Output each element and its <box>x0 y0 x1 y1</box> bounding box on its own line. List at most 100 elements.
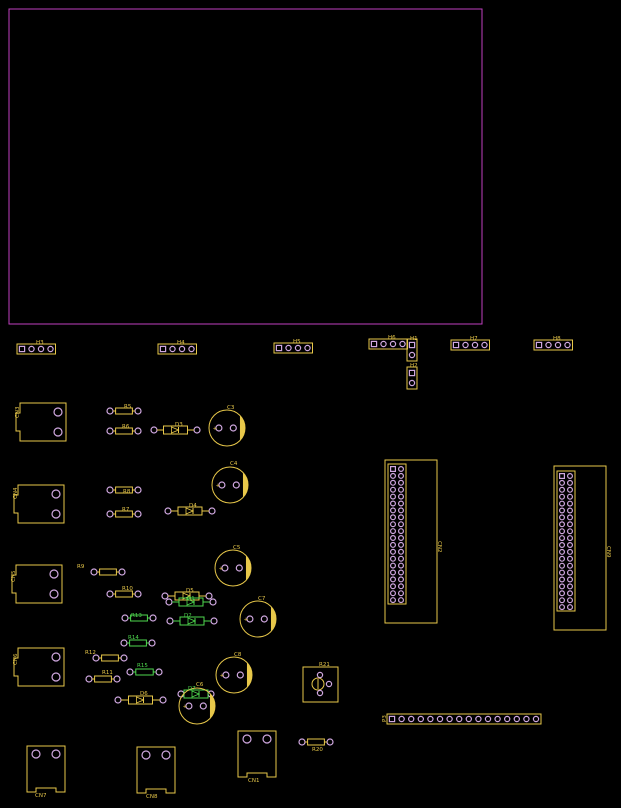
pad-square <box>535 341 543 349</box>
silk-outline <box>406 338 418 362</box>
pad-hole <box>136 488 140 492</box>
pad <box>558 590 565 597</box>
pad-hole <box>568 474 572 478</box>
header-P3 <box>386 713 542 725</box>
pad-hole <box>245 737 249 741</box>
capacitor-stripe <box>209 693 216 719</box>
pad <box>242 734 252 744</box>
connector-CN8 <box>136 746 176 794</box>
pad-hole <box>399 578 403 581</box>
pad-hole <box>399 467 403 471</box>
pad <box>398 597 405 604</box>
pad-hole <box>568 578 572 581</box>
label-R5: R5 <box>124 404 132 410</box>
pad <box>47 345 54 353</box>
pad-hole <box>168 619 172 623</box>
connector-body <box>15 402 67 442</box>
pad-hole <box>560 523 564 526</box>
pad-hole <box>399 488 403 491</box>
pad-hole <box>122 641 126 645</box>
pad <box>566 597 573 604</box>
resistor-R20 <box>298 738 334 746</box>
pad-hole <box>537 343 541 347</box>
silk-outline <box>115 510 133 518</box>
pad-hole <box>399 474 403 477</box>
connector-CN5 <box>11 564 63 604</box>
header-H8 <box>533 339 573 351</box>
pad-hole <box>399 585 403 588</box>
pad-hole <box>568 481 572 484</box>
pad-hole <box>410 717 413 721</box>
pad-hole <box>237 566 241 570</box>
pad-hole <box>391 599 395 602</box>
pad <box>558 604 565 611</box>
pad-hole <box>49 347 52 351</box>
pad-hole <box>391 509 395 512</box>
pad-hole <box>39 347 43 351</box>
label-D4: D4 <box>189 503 197 509</box>
label-CN5: CN5 <box>11 570 17 582</box>
pad-hole <box>568 599 572 602</box>
pad <box>229 424 237 432</box>
pad <box>260 615 268 623</box>
label-D1: D1 <box>187 596 195 602</box>
pad-hole <box>458 717 461 721</box>
pad-hole <box>560 516 564 519</box>
pad-hole <box>560 564 564 567</box>
pad-hole <box>560 495 564 498</box>
pad-hole <box>399 523 403 526</box>
pad-hole <box>54 492 58 496</box>
pad <box>558 479 565 486</box>
pad-hole <box>136 592 140 596</box>
pad-hole <box>391 536 395 540</box>
label-R14: R14 <box>128 635 139 641</box>
pad-hole <box>120 570 124 574</box>
pad-hole <box>390 717 394 721</box>
resistor-R9 <box>90 568 126 576</box>
pad <box>545 341 552 349</box>
pad <box>51 489 61 499</box>
pad-hole <box>150 641 154 645</box>
pad <box>262 734 272 744</box>
pad-hole <box>560 606 564 609</box>
pad <box>398 521 405 528</box>
pad <box>161 750 171 760</box>
silk-outline <box>115 486 133 494</box>
display-outline <box>8 8 483 325</box>
pad-hole <box>401 342 404 346</box>
pad-hole <box>399 495 403 498</box>
pad <box>390 500 397 507</box>
pad-hole <box>318 673 322 677</box>
pad <box>446 715 453 723</box>
pad-hole <box>144 753 148 757</box>
pad <box>390 562 397 569</box>
pad-hole <box>391 564 395 567</box>
pad <box>398 466 405 473</box>
pad-hole <box>568 523 572 526</box>
pad-hole <box>399 516 403 519</box>
label-H4: H4 <box>177 340 185 346</box>
pad-hole <box>92 570 96 574</box>
connector-CN7 <box>26 745 66 793</box>
connector-body <box>26 745 66 793</box>
pad-hole <box>220 483 224 487</box>
label-D7: D7 <box>188 686 196 692</box>
pad-hole <box>467 717 470 721</box>
pad <box>566 555 573 562</box>
pad <box>513 715 521 723</box>
label-H5: H5 <box>293 339 301 345</box>
pad <box>471 341 479 349</box>
pad <box>558 493 565 500</box>
pad <box>398 548 405 555</box>
pad <box>558 548 565 555</box>
silk-outline <box>163 425 188 435</box>
pad <box>215 424 223 432</box>
resistor-R8 <box>106 486 142 494</box>
pad-hole <box>207 594 211 598</box>
pad-hole <box>391 495 395 498</box>
pad-hole <box>391 523 395 526</box>
connector-CN1 <box>237 730 277 778</box>
pad-hole <box>179 692 183 696</box>
pad-hole <box>399 509 403 512</box>
pad-hole <box>382 342 385 346</box>
